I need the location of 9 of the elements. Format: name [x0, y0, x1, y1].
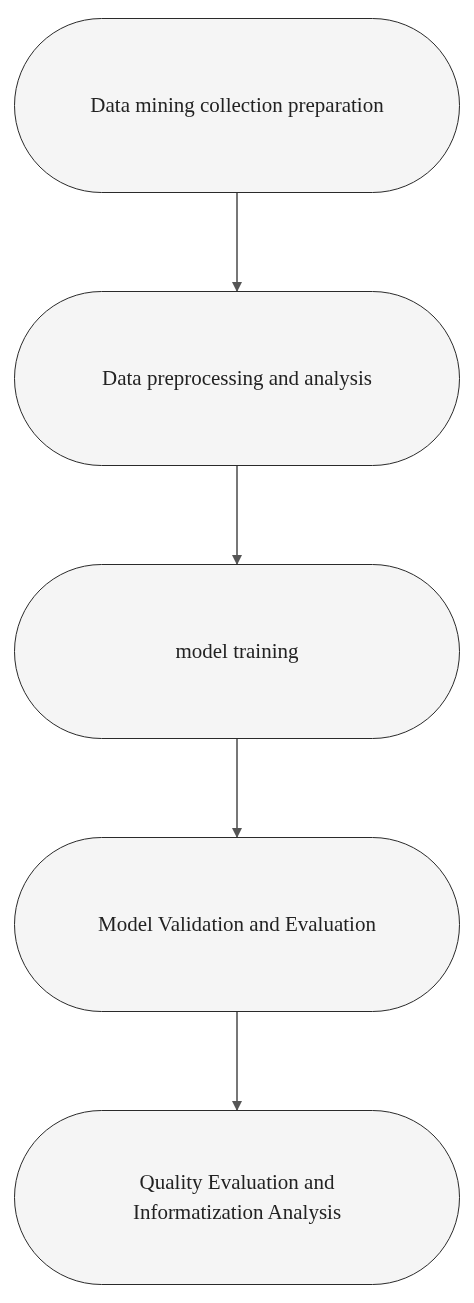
step-label: Quality Evaluation and Informatization Analysis — [131, 1169, 343, 1226]
step-label: model training — [174, 637, 300, 665]
arrow — [232, 192, 242, 292]
step-label: Model Validation and Evaluation — [97, 910, 377, 938]
step-label: Data preprocessing and analysis — [101, 364, 373, 392]
arrow — [232, 1011, 242, 1111]
arrow — [232, 465, 242, 565]
step-label: Data mining collection preparation — [89, 91, 385, 119]
arrow — [232, 738, 242, 838]
